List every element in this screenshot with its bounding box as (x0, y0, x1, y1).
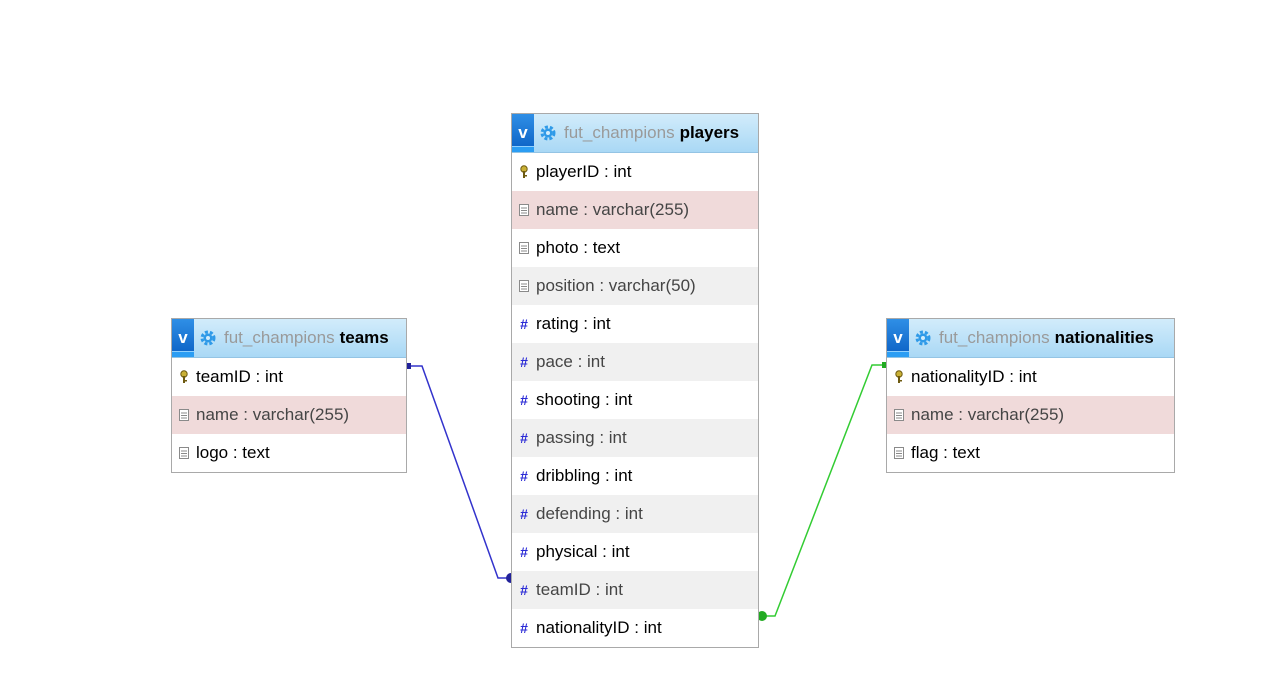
relation-end-teams (406, 363, 411, 369)
number-hash-icon: # (520, 544, 528, 560)
number-hash-icon: # (520, 620, 528, 636)
column-row[interactable]: nationalityID : int (887, 358, 1174, 396)
table-header[interactable]: v fut_champions nationalities (887, 319, 1174, 358)
relation-end-nationalities (882, 362, 886, 368)
column-row[interactable]: #shooting : int (512, 381, 758, 419)
number-hash-icon: # (520, 392, 528, 408)
relation-nationalities-players[interactable] (757, 362, 886, 621)
text-field-icon (518, 279, 530, 293)
column-row[interactable]: #physical : int (512, 533, 758, 571)
table-header[interactable]: v fut_champions players (512, 114, 758, 153)
primary-key-icon (178, 370, 190, 384)
schema-name: fut_champions (564, 123, 675, 142)
schema-name: fut_champions (939, 328, 1050, 347)
column-row[interactable]: teamID : int (172, 358, 406, 396)
table-nationalities[interactable]: v fut_champions nationalities nationalit… (886, 318, 1175, 473)
text-field-icon (518, 241, 530, 255)
table-title[interactable]: teams (339, 328, 389, 347)
column-row[interactable]: flag : text (887, 434, 1174, 472)
collapse-toggle-button[interactable]: v (512, 114, 534, 152)
number-hash-icon: # (520, 316, 528, 332)
text-field-icon (893, 446, 905, 460)
column-row[interactable]: position : varchar(50) (512, 267, 758, 305)
table-players[interactable]: v fut_champions players playerID : int n… (511, 113, 759, 648)
gear-icon[interactable] (538, 123, 558, 143)
column-row[interactable]: photo : text (512, 229, 758, 267)
column-row[interactable]: name : varchar(255) (512, 191, 758, 229)
collapse-toggle-button[interactable]: v (172, 319, 194, 357)
table-header[interactable]: v fut_champions teams (172, 319, 406, 358)
primary-key-icon (518, 165, 530, 179)
primary-key-icon (893, 370, 905, 384)
text-field-icon (893, 408, 905, 422)
number-hash-icon: # (520, 582, 528, 598)
schema-name: fut_champions (224, 328, 335, 347)
column-row[interactable]: #rating : int (512, 305, 758, 343)
column-row[interactable]: #defending : int (512, 495, 758, 533)
column-row[interactable]: name : varchar(255) (172, 396, 406, 434)
column-row[interactable]: name : varchar(255) (887, 396, 1174, 434)
column-row[interactable]: #pace : int (512, 343, 758, 381)
text-field-icon (178, 408, 190, 422)
column-row[interactable]: #dribbling : int (512, 457, 758, 495)
number-hash-icon: # (520, 506, 528, 522)
table-title[interactable]: players (679, 123, 740, 142)
number-hash-icon: # (520, 354, 528, 370)
number-hash-icon: # (520, 430, 528, 446)
gear-icon[interactable] (198, 328, 218, 348)
column-row[interactable]: #teamID : int (512, 571, 758, 609)
table-title[interactable]: nationalities (1054, 328, 1154, 347)
column-row[interactable]: #passing : int (512, 419, 758, 457)
relation-teams-players[interactable] (406, 363, 516, 583)
text-field-icon (518, 203, 530, 217)
column-row[interactable]: logo : text (172, 434, 406, 472)
column-row[interactable]: playerID : int (512, 153, 758, 191)
text-field-icon (178, 446, 190, 460)
number-hash-icon: # (520, 468, 528, 484)
collapse-toggle-button[interactable]: v (887, 319, 909, 357)
table-teams[interactable]: v fut_champions teams teamID : int name … (171, 318, 407, 473)
relation-end-players-nationalityID (757, 611, 767, 621)
column-row[interactable]: #nationalityID : int (512, 609, 758, 647)
gear-icon[interactable] (913, 328, 933, 348)
